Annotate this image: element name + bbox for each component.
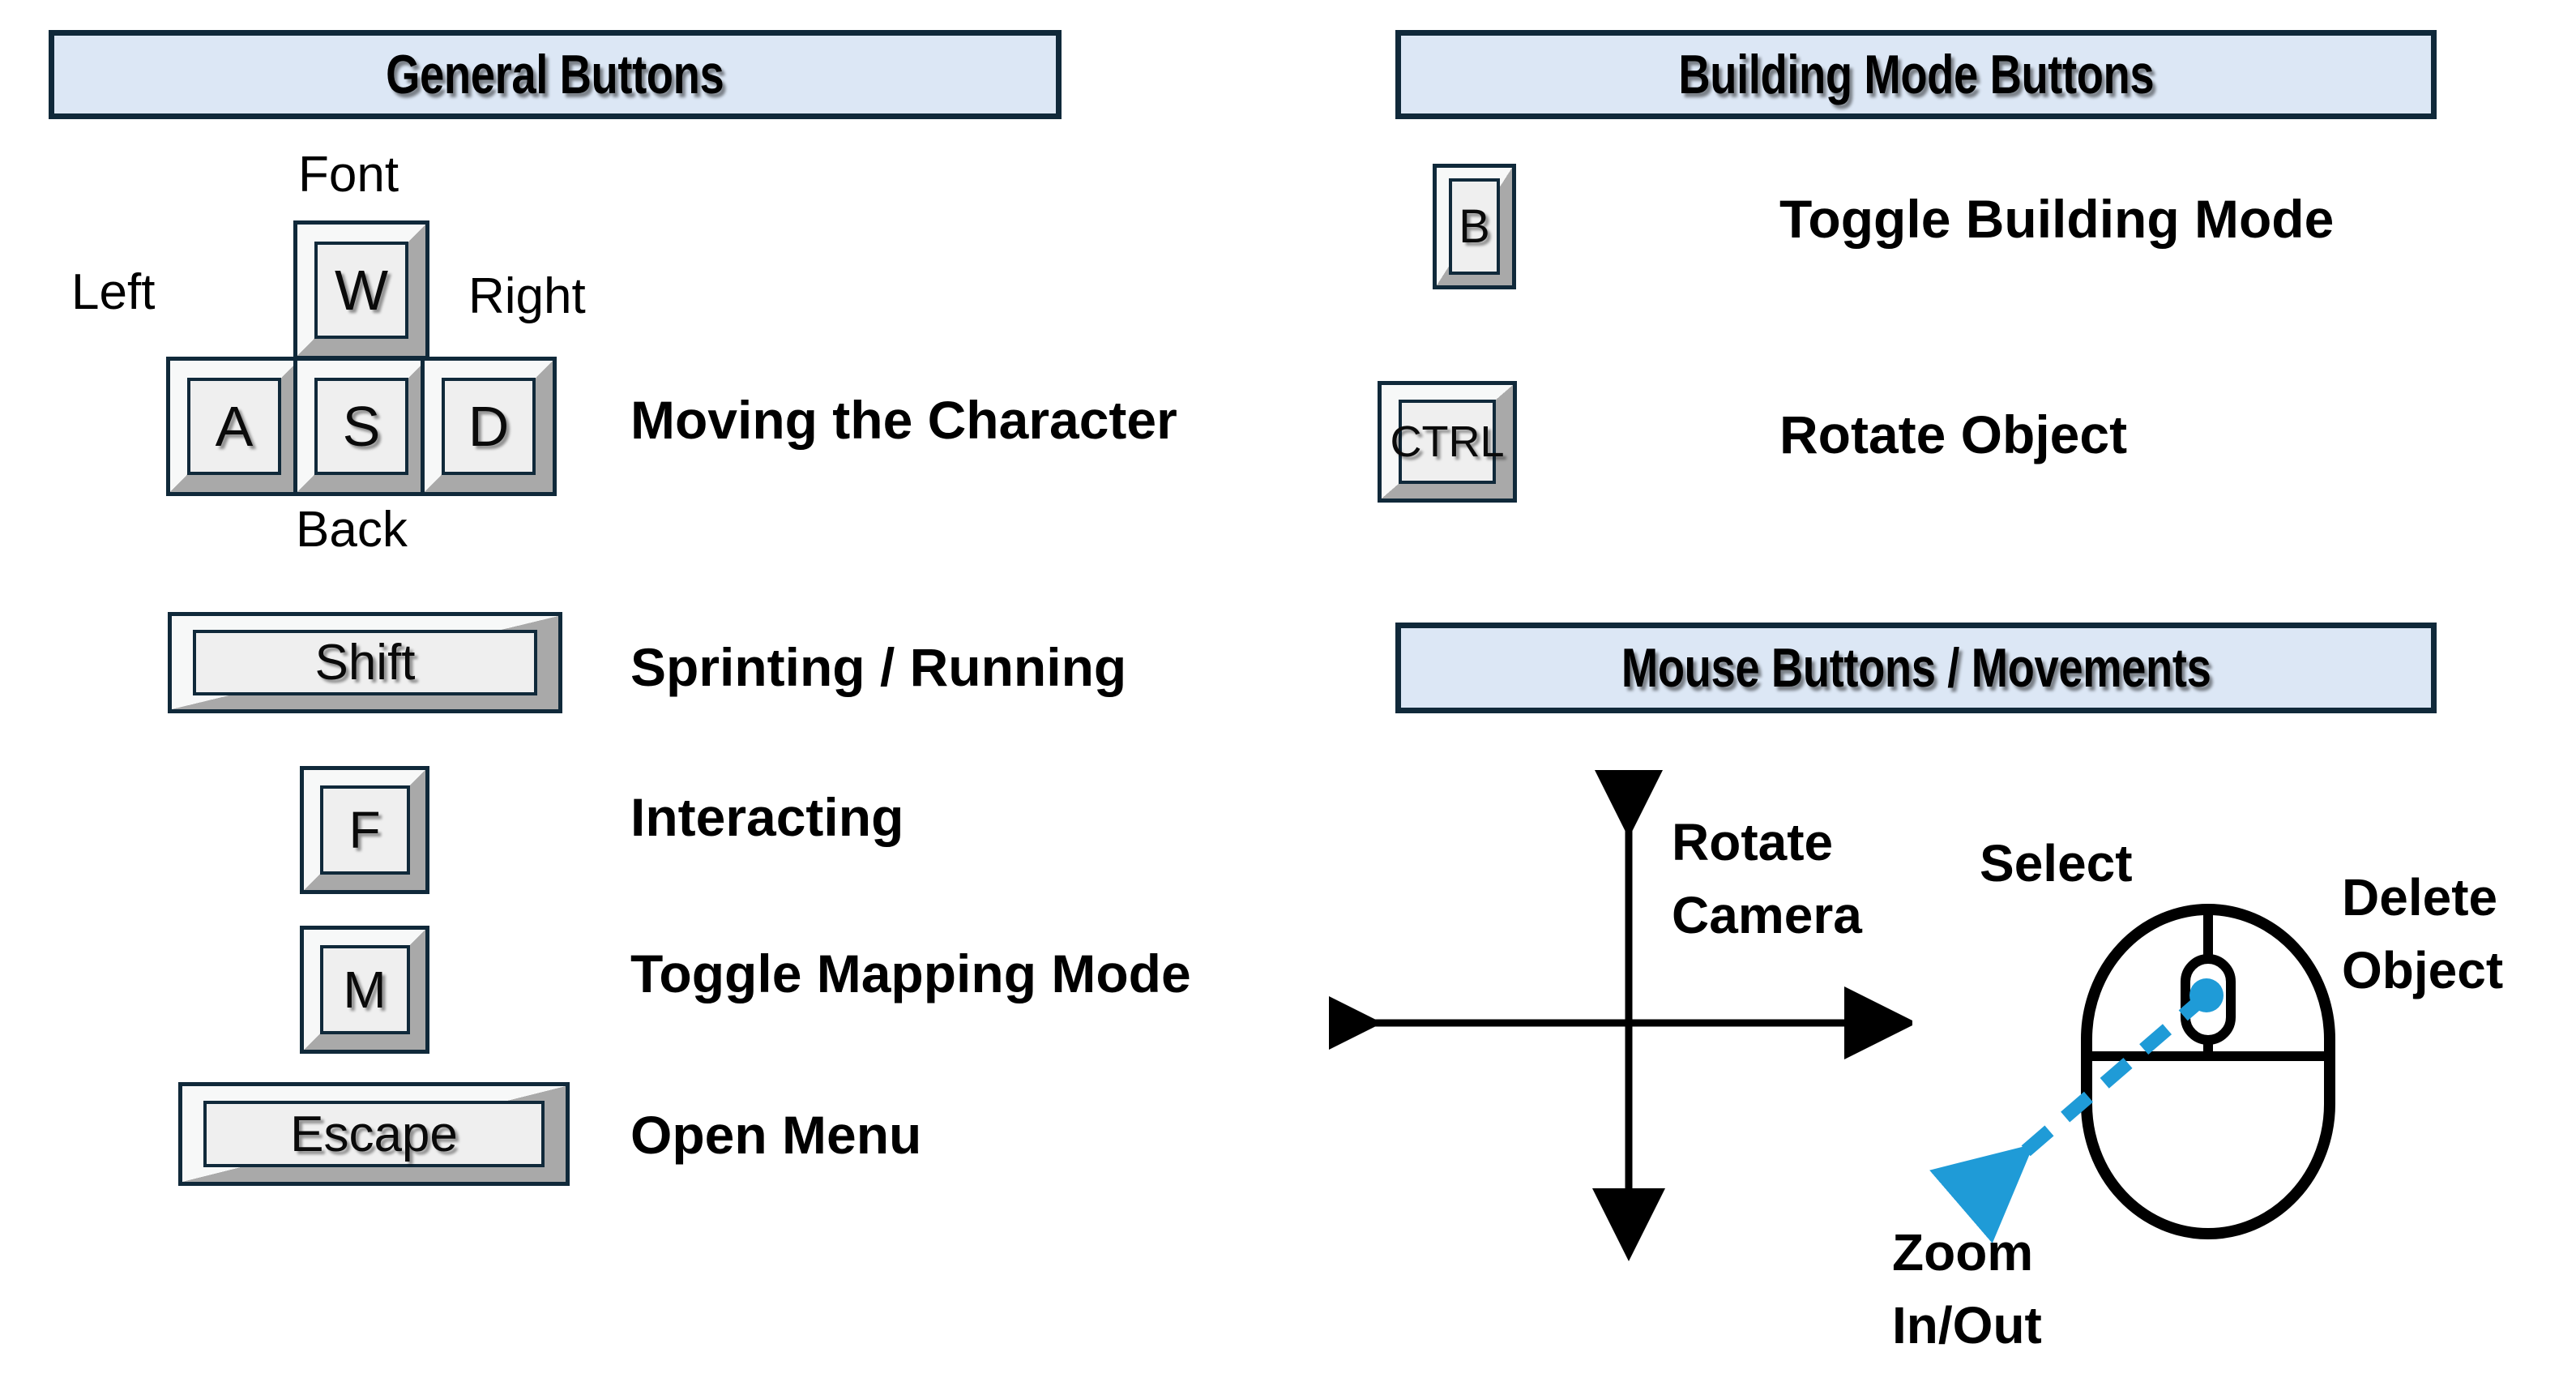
key-label: Shift xyxy=(314,635,416,691)
select-label: Select xyxy=(1980,834,2133,892)
zoom-label-line2: In/Out xyxy=(1892,1296,2042,1354)
zoom-arrow xyxy=(1929,990,2211,1243)
key-face: S xyxy=(314,378,409,475)
direction-label-right: Right xyxy=(468,268,586,324)
mouse-illustration-svg xyxy=(1929,904,2335,1243)
zoom-label-line1: Zoom xyxy=(1892,1223,2034,1282)
mouse-body xyxy=(2081,904,2335,1239)
row-description-open-menu: Open Menu xyxy=(630,1105,922,1165)
row-description-toggle-building: Toggle Building Mode xyxy=(1779,189,2335,249)
delete-object-label-line2: Object xyxy=(2342,941,2504,999)
key-escape[interactable]: Escape xyxy=(178,1082,570,1186)
wasd-description: Moving the Character xyxy=(630,390,1177,450)
key-face: M xyxy=(319,945,410,1034)
rotate-camera-label-line2: Camera xyxy=(1672,886,1862,944)
building-mode-header-title: Building Mode Buttons xyxy=(1678,44,2154,105)
mouse-buttons-header-title: Mouse Buttons / Movements xyxy=(1621,637,2211,699)
zoom-arrow-origin-dot xyxy=(2189,978,2224,1012)
key-shift[interactable]: Shift xyxy=(168,612,562,713)
general-buttons-header-title: General Buttons xyxy=(386,44,724,105)
key-m[interactable]: M xyxy=(300,926,429,1054)
row-description-sprinting: Sprinting / Running xyxy=(630,637,1127,697)
key-label: M xyxy=(343,961,387,1019)
rotate-camera-arrows-svg xyxy=(1309,765,1917,1261)
key-face: Shift xyxy=(193,630,537,695)
row-description-mapping: Toggle Mapping Mode xyxy=(630,944,1191,1003)
direction-label-front: Font xyxy=(298,147,399,203)
key-label: A xyxy=(215,395,254,458)
key-label: W xyxy=(334,259,389,322)
rotate-camera-label-line1: Rotate xyxy=(1672,813,1834,871)
delete-object-label-line1: Delete xyxy=(2342,868,2498,926)
key-face: D xyxy=(441,378,536,475)
key-face: F xyxy=(319,785,410,875)
key-face: W xyxy=(314,242,409,339)
key-label: S xyxy=(342,395,381,458)
key-w[interactable]: W xyxy=(293,220,429,360)
row-description-interacting: Interacting xyxy=(630,787,904,847)
key-d[interactable]: D xyxy=(421,357,557,496)
mouse-buttons-header: Mouse Buttons / Movements xyxy=(1395,623,2437,713)
key-label: F xyxy=(348,801,381,859)
direction-label-back: Back xyxy=(296,502,408,558)
direction-label-left: Left xyxy=(71,264,156,320)
key-a[interactable]: A xyxy=(166,357,302,496)
key-s[interactable]: S xyxy=(293,357,429,496)
key-label: CTRL xyxy=(1390,417,1505,466)
key-ctrl[interactable]: CTRL xyxy=(1378,381,1517,503)
general-buttons-header: General Buttons xyxy=(49,30,1062,119)
key-label: Escape xyxy=(290,1106,458,1162)
mouse-illustration xyxy=(1848,859,2382,1362)
key-face: Escape xyxy=(203,1100,545,1168)
key-f[interactable]: F xyxy=(300,766,429,894)
key-label: B xyxy=(1459,200,1490,253)
key-face: A xyxy=(186,378,282,475)
key-label: D xyxy=(468,395,510,458)
rotate-camera-arrows xyxy=(1309,765,1917,1273)
key-b[interactable]: B xyxy=(1433,164,1516,289)
building-mode-header: Building Mode Buttons xyxy=(1395,30,2437,119)
key-face: CTRL xyxy=(1391,400,1505,484)
key-face: B xyxy=(1448,178,1501,275)
row-description-rotate-object: Rotate Object xyxy=(1779,404,2128,464)
